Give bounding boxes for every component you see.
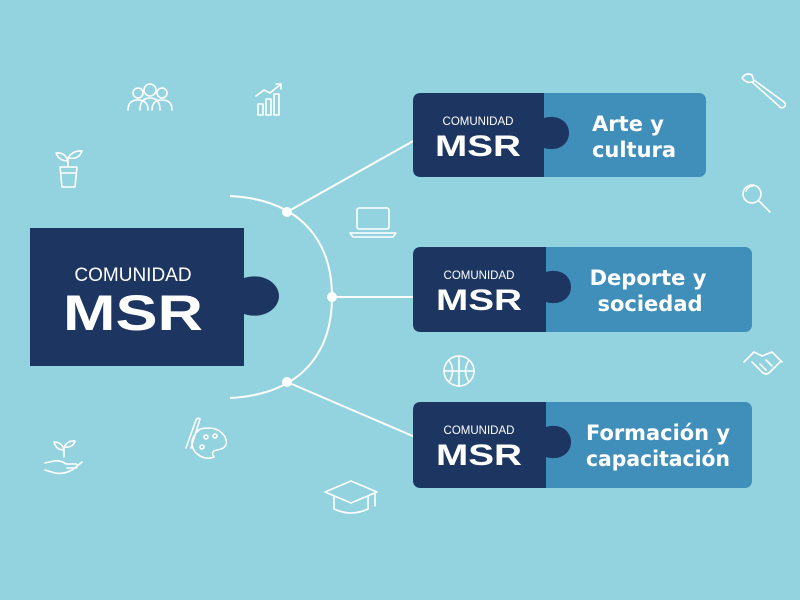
main-logo-line1: COMUNIDAD bbox=[74, 265, 191, 286]
junction-dot-2 bbox=[327, 292, 337, 302]
branch-card-formacion-capacitacion: COMUNIDAD MSR Formación y capacitación bbox=[413, 402, 752, 488]
branch-card-arte-cultura: COMUNIDAD MSR Arte y cultura bbox=[413, 93, 706, 177]
junction-dot-3 bbox=[282, 377, 292, 387]
card-label-bg bbox=[480, 402, 752, 488]
card-logo-bg bbox=[413, 247, 571, 332]
card-logo-line2: MSR bbox=[436, 284, 522, 317]
card-logo-line1: COMUNIDAD bbox=[444, 425, 515, 437]
card-logo-bg bbox=[413, 93, 569, 177]
card-logo-bg bbox=[413, 402, 571, 488]
handshake-icon bbox=[743, 351, 783, 375]
card-label-line1: Formación y bbox=[586, 421, 730, 445]
growth-chart-icon bbox=[255, 83, 282, 116]
card-label-line2: cultura bbox=[592, 138, 676, 162]
graduation-cap-icon bbox=[324, 480, 378, 514]
main-puzzle-piece: COMUNIDAD MSR bbox=[30, 228, 279, 366]
card-label-line2: capacitación bbox=[586, 447, 730, 471]
hand-plant-icon bbox=[44, 440, 83, 475]
connector-lines bbox=[229, 139, 416, 438]
card-label-line1: Deporte y bbox=[590, 266, 707, 290]
main-logo-line2: MSR bbox=[63, 285, 203, 341]
palette-icon bbox=[185, 417, 228, 459]
card-label-line2: sociedad bbox=[597, 292, 702, 316]
laptop-icon bbox=[349, 207, 397, 238]
main-piece-shape bbox=[30, 228, 279, 366]
card-logo-line2: MSR bbox=[435, 130, 521, 163]
card-logo-line1: COMUNIDAD bbox=[444, 270, 515, 282]
plant-pot-icon bbox=[55, 150, 83, 188]
card-logo-line2: MSR bbox=[436, 439, 522, 472]
branch-card-deporte-sociedad: COMUNIDAD MSR Deporte y sociedad bbox=[413, 247, 752, 332]
junction-dot-1 bbox=[282, 207, 292, 217]
card-logo-line1: COMUNIDAD bbox=[443, 116, 514, 128]
basketball-icon bbox=[443, 355, 475, 387]
paintbrush-icon bbox=[741, 73, 787, 109]
card-label-bg bbox=[480, 247, 752, 332]
people-icon bbox=[127, 83, 173, 111]
magnifier-icon bbox=[742, 184, 771, 213]
card-label-line1: Arte y bbox=[592, 112, 664, 136]
branch-line-1 bbox=[286, 139, 416, 213]
branch-line-3 bbox=[286, 381, 416, 438]
